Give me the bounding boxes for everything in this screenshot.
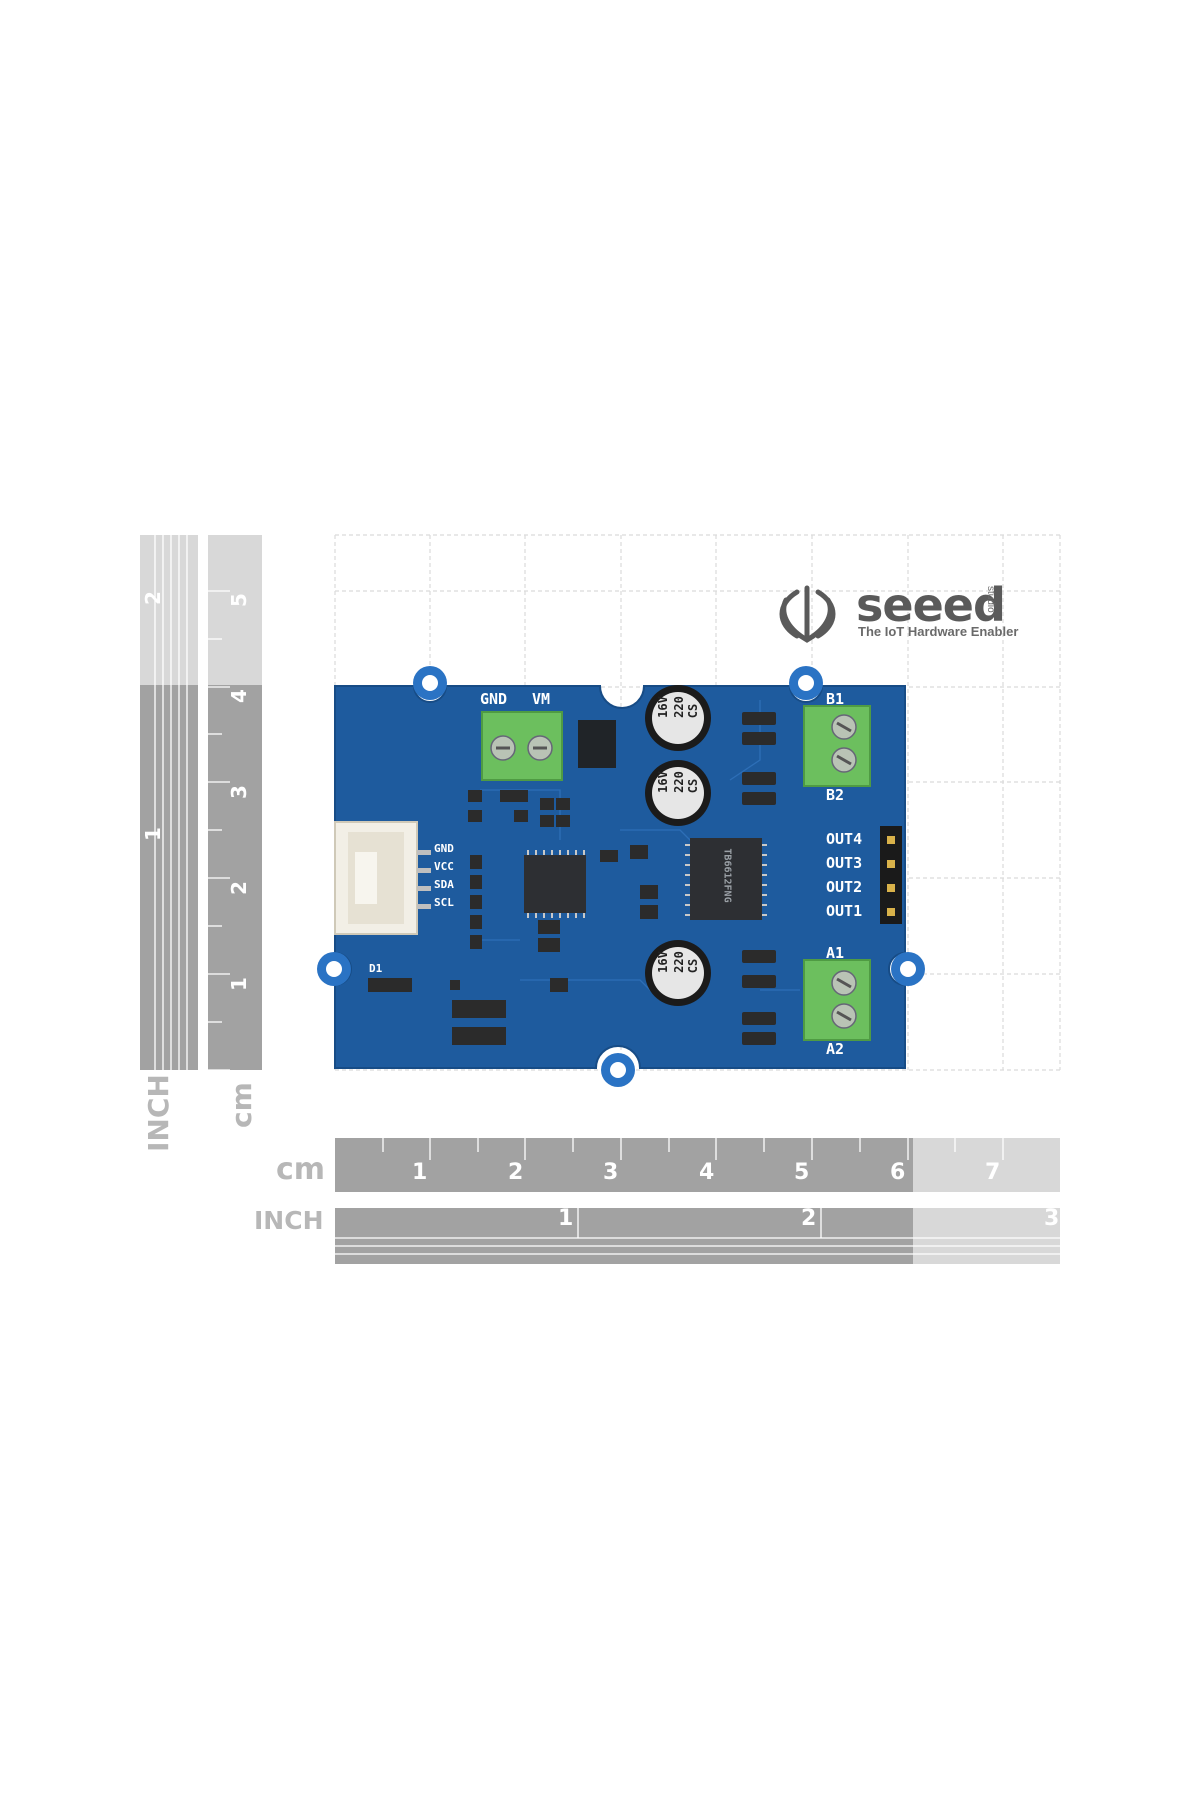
power-terminal-block bbox=[481, 711, 563, 781]
cap-top-series: CS bbox=[686, 703, 701, 719]
cap-bottom-value: 220 bbox=[671, 951, 686, 973]
capacitor-middle bbox=[645, 760, 711, 826]
vertical-cm-tick: 5 bbox=[226, 593, 251, 607]
vertical-cm-unit-label: cm bbox=[225, 1082, 258, 1128]
brand-sub: studio bbox=[985, 586, 996, 613]
horizontal-cm-tick: 2 bbox=[508, 1160, 524, 1185]
cap-mid-voltage: 16V bbox=[655, 771, 670, 793]
motor-a1-label: A1 bbox=[826, 944, 845, 962]
vertical-cm-tick: 3 bbox=[226, 785, 251, 799]
horizontal-inch-tick: 2 bbox=[801, 1206, 817, 1231]
power-vm-label: VM bbox=[532, 690, 551, 708]
cap-bottom-series: CS bbox=[686, 958, 701, 974]
brand-tagline: The IoT Hardware Enabler bbox=[858, 624, 1019, 639]
horizontal-inch-unit-label: INCH bbox=[254, 1206, 324, 1235]
diode-package bbox=[578, 720, 616, 768]
horizontal-cm-unit-label: cm bbox=[276, 1152, 326, 1187]
grove-pin-label: SDA bbox=[434, 878, 454, 891]
grove-connector bbox=[334, 821, 431, 935]
vertical-inch-unit-label: INCH bbox=[142, 1074, 175, 1152]
out-pin-label: OUT4 bbox=[826, 830, 863, 848]
cap-mid-value: 220 bbox=[671, 771, 686, 793]
horizontal-cm-tick: 1 bbox=[412, 1160, 428, 1185]
horizontal-cm-tick: 3 bbox=[603, 1160, 619, 1185]
motor-terminal-b bbox=[803, 705, 871, 787]
horizontal-inch-tick: 1 bbox=[558, 1206, 574, 1231]
grove-pin-label: VCC bbox=[434, 860, 454, 873]
motor-b2-label: B2 bbox=[826, 786, 845, 804]
power-gnd-label: GND bbox=[480, 690, 508, 708]
cap-bottom-voltage: 16V bbox=[655, 951, 670, 973]
horizontal-cm-ruler bbox=[335, 1138, 1060, 1192]
out-pin-label: OUT3 bbox=[826, 854, 863, 872]
vertical-cm-tick: 4 bbox=[226, 689, 251, 703]
vertical-inch-tick: 2 bbox=[140, 591, 165, 605]
horizontal-cm-tick: 6 bbox=[890, 1160, 906, 1185]
out-pin-label: OUT1 bbox=[826, 902, 863, 920]
motor-b1-label: B1 bbox=[826, 690, 845, 708]
capacitor-bottom bbox=[645, 940, 711, 1006]
vertical-inch-tick: 1 bbox=[140, 827, 165, 841]
i2c-controller-chip bbox=[524, 850, 586, 918]
cap-top-voltage: 16V bbox=[655, 696, 670, 718]
led-label: D1 bbox=[369, 962, 383, 975]
horizontal-cm-tick: 4 bbox=[699, 1160, 715, 1185]
grove-pin-label: SCL bbox=[434, 896, 454, 909]
capacitor-top bbox=[645, 685, 711, 751]
vertical-cm-ruler bbox=[208, 535, 262, 1071]
horizontal-cm-tick: 7 bbox=[985, 1160, 1001, 1185]
vertical-cm-tick: 2 bbox=[226, 881, 251, 895]
horizontal-inch-tick: 3 bbox=[1044, 1206, 1060, 1231]
brand-wordmark: seeed bbox=[856, 578, 1006, 632]
horizontal-inch-ruler bbox=[335, 1208, 1060, 1264]
grove-pin-label: GND bbox=[434, 842, 454, 855]
out-pin-header bbox=[880, 826, 902, 924]
motor-terminal-a bbox=[803, 959, 871, 1041]
motor-a2-label: A2 bbox=[826, 1040, 845, 1058]
cap-mid-series: CS bbox=[686, 778, 701, 794]
driver-chip-marking: TB6612FNG bbox=[721, 848, 733, 903]
vertical-cm-tick: 1 bbox=[226, 977, 251, 991]
cap-top-value: 220 bbox=[671, 696, 686, 718]
out-pin-label: OUT2 bbox=[826, 878, 863, 896]
horizontal-cm-tick: 5 bbox=[794, 1160, 810, 1185]
vertical-inch-ruler bbox=[140, 535, 198, 1070]
seeed-logo-icon bbox=[779, 585, 836, 643]
motor-driver-chip bbox=[685, 838, 767, 920]
smd-components bbox=[368, 712, 776, 1045]
